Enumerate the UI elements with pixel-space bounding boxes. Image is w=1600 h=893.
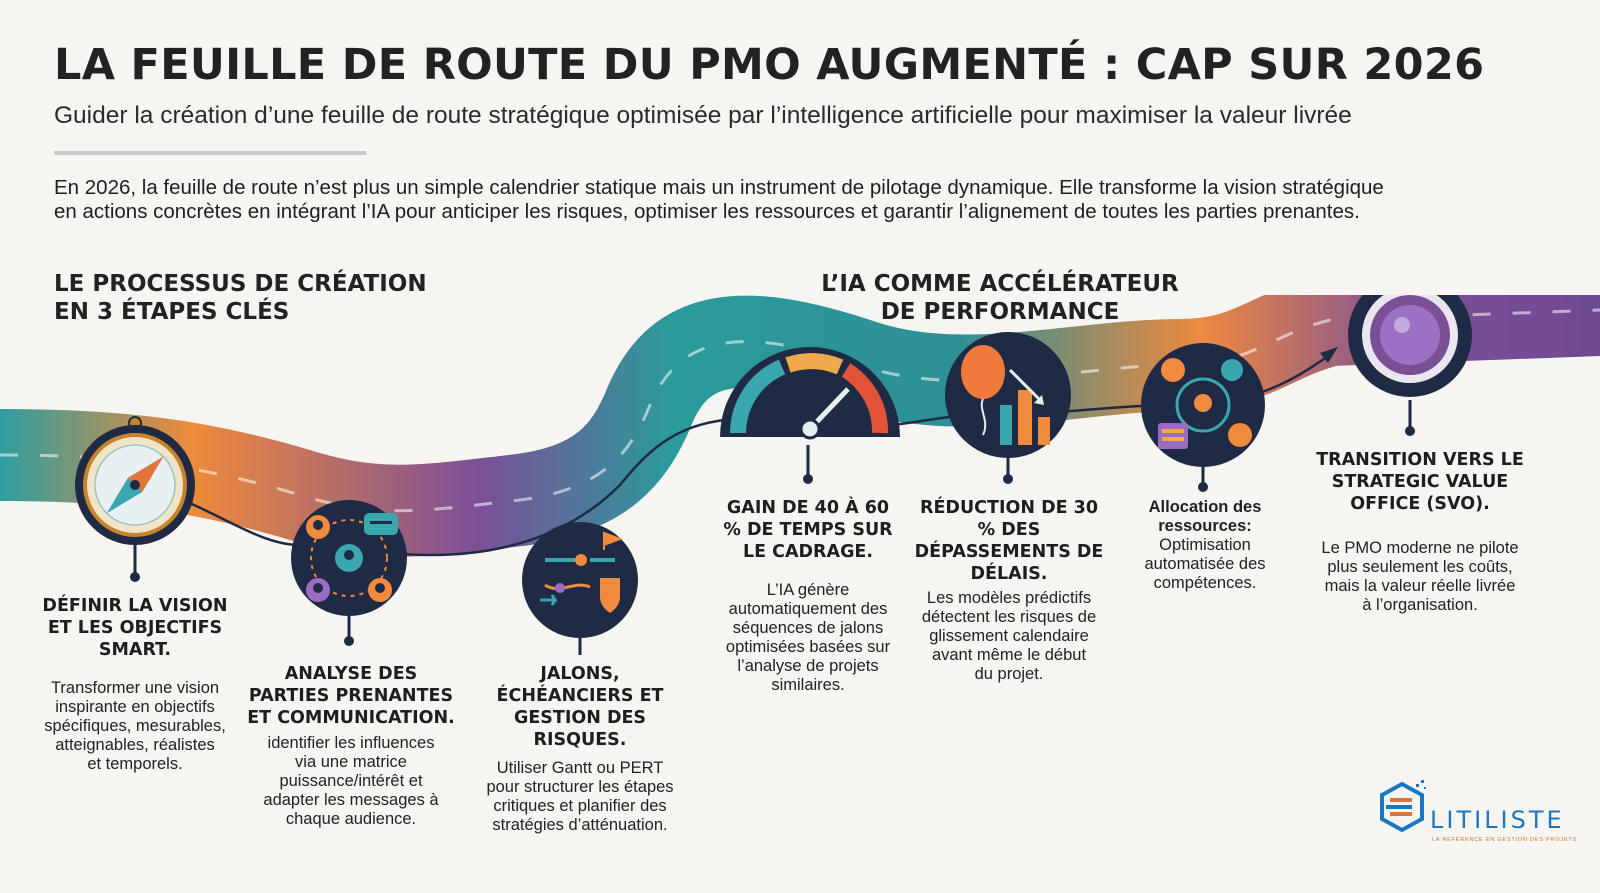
step-title: JALONS, ÉCHÉANCIERS ET GESTION DES RISQU… [470, 663, 690, 751]
step-title-line: SMART. [98, 640, 172, 660]
step-title: DÉFINIR LA VISION ET LES OBJECTIFS SMART… [30, 595, 240, 661]
step-desc-line: Utiliser Gantt ou PERT [496, 759, 664, 777]
step-time-gain: GAIN DE 40 À 60 % DE TEMPS SUR LE CADRAG… [715, 497, 901, 695]
target-lens-icon [1348, 295, 1472, 436]
step-title-line: STRATEGIC VALUE [1331, 472, 1509, 492]
step-desc-line: optimisées basées sur [725, 638, 891, 656]
step-title-line: RÉDUCTION DE 30 [920, 498, 1098, 518]
step-title-line: Allocation des [1148, 498, 1262, 516]
step-desc-line: glissement calendaire [929, 627, 1089, 645]
step-desc-line: adapter les messages à [263, 791, 439, 809]
step-description: L’IA génère automatiquement des séquence… [715, 581, 901, 695]
arrow-head [1320, 347, 1338, 363]
step-description: Le PMO moderne ne pilote plus seulement … [1300, 539, 1540, 615]
step-title-line: DÉFINIR LA VISION [42, 596, 228, 616]
page-title: LA FEUILLE DE ROUTE DU PMO AUGMENTÉ : CA… [54, 40, 1485, 90]
intro-paragraph: En 2026, la feuille de route n’est plus … [54, 176, 1554, 224]
step-title-line: % DES [977, 520, 1041, 540]
step-title-line: LE CADRAGE. [742, 542, 874, 562]
step-title-line: DÉLAIS. [970, 564, 1048, 584]
step-desc-line: critiques et planifier des [493, 797, 667, 815]
step-desc-line: Le PMO moderne ne pilote [1321, 539, 1519, 557]
section-heading-line: LE PROCESSUS DE CRÉATION [54, 271, 427, 297]
step-desc-line: et temporels. [87, 755, 183, 773]
intro-line: En 2026, la feuille de route n’est plus … [54, 176, 1384, 199]
step-resource-allocation: Allocation des ressources: Optimisation … [1120, 498, 1290, 593]
step-desc-line: à l’organisation. [1362, 596, 1478, 614]
step-delay-reduction: RÉDUCTION DE 30 % DES DÉPASSEMENTS DE DÉ… [906, 497, 1112, 684]
roadmap-road [0, 295, 1600, 655]
section-heading-line: L’IA COMME ACCÉLÉRATEUR [821, 271, 1179, 297]
step-title: GAIN DE 40 À 60 % DE TEMPS SUR LE CADRAG… [715, 497, 901, 563]
step-description: Utiliser Gantt ou PERT pour structurer l… [470, 759, 690, 835]
step-desc-line: du projet. [974, 665, 1044, 683]
speedometer-icon [720, 347, 900, 484]
step-description: Allocation des ressources: Optimisation … [1120, 498, 1290, 593]
step-desc-line: atteignables, réalistes [55, 736, 215, 754]
step-desc-line: Transformer une vision [50, 679, 220, 697]
step-title-line: ET LES OBJECTIFS [47, 618, 223, 638]
step-description: identifier les influences via une matric… [240, 734, 462, 829]
step-desc-line: avant même le début [931, 646, 1087, 664]
step-desc-line: l’analyse de projets [737, 657, 879, 675]
section-heading-line: DE PERFORMANCE [880, 299, 1120, 325]
step-desc-line: chaque audience. [285, 810, 417, 828]
step-title-line: GAIN DE 40 À 60 [726, 498, 890, 518]
step-desc-line: automatisée des [1144, 555, 1266, 573]
logo-name: LITILISTE [1430, 806, 1565, 834]
step-title-line: RISQUES. [533, 730, 627, 750]
step-title-line: ressources: [1158, 517, 1252, 535]
step-title-line: ET COMMUNICATION. [247, 708, 455, 728]
section-heading-line: EN 3 ÉTAPES CLÉS [54, 299, 290, 325]
step-title-line: TRANSITION VERS LE [1316, 450, 1524, 470]
step-desc-line: pour structurer les étapes [486, 778, 674, 796]
step-title: ANALYSE DES PARTIES PRENANTES ET COMMUNI… [240, 663, 462, 729]
step-desc-line: compétences. [1153, 574, 1257, 592]
compass-icon [75, 416, 195, 582]
step-desc-line: Optimisation [1159, 536, 1251, 554]
step-desc-line: L’IA génère [766, 581, 850, 599]
step-title-line: PARTIES PRENANTES [248, 686, 454, 706]
step-desc-line: via une matrice [295, 753, 407, 771]
step-desc-line: inspirante en objectifs [55, 698, 215, 716]
step-desc-line: stratégies d’atténuation. [492, 816, 668, 834]
stakeholders-network-icon [291, 500, 407, 646]
step-desc-line: plus seulement les coûts, [1327, 558, 1513, 576]
step-title-line: GESTION DES [513, 708, 647, 728]
resource-allocation-icon [1141, 343, 1265, 492]
step-desc-line: Les modèles prédictifs [926, 589, 1092, 607]
step-desc-line: mais la valeur réelle livrée [1324, 577, 1516, 595]
step-title-line: JALONS, [540, 664, 620, 684]
road-markings [0, 308, 1600, 513]
section-heading-process: LE PROCESSUS DE CRÉATION EN 3 ÉTAPES CLÉ… [54, 270, 514, 326]
step-title: TRANSITION VERS LE STRATEGIC VALUE OFFIC… [1300, 449, 1540, 515]
step-description: Transformer une vision inspirante en obj… [30, 679, 240, 774]
step-desc-line: spécifiques, mesurables, [44, 717, 226, 735]
intro-line: en actions concrètes en intégrant l’IA p… [54, 200, 1360, 223]
step-desc-line: similaires. [771, 676, 845, 694]
step-title-line: DÉPASSEMENTS DE [914, 542, 1104, 562]
divider [54, 151, 366, 155]
page-subtitle: Guider la création d’une feuille de rout… [54, 102, 1352, 129]
step-stakeholders: ANALYSE DES PARTIES PRENANTES ET COMMUNI… [240, 663, 462, 829]
section-heading-ai: L’IA COMME ACCÉLÉRATEUR DE PERFORMANCE [780, 270, 1220, 326]
step-description: Les modèles prédictifs détectent les ris… [906, 589, 1112, 684]
step-title-line: % DE TEMPS SUR [723, 520, 893, 540]
step-desc-line: automatiquement des [728, 600, 888, 618]
step-desc-line: puissance/intérêt et [279, 772, 423, 790]
step-desc-line: séquences de jalons [732, 619, 884, 637]
step-desc-line: identifier les influences [267, 734, 435, 752]
balloon-chart-icon [945, 332, 1071, 484]
milestones-flow-icon [522, 522, 638, 655]
step-title: RÉDUCTION DE 30 % DES DÉPASSEMENTS DE DÉ… [906, 497, 1112, 585]
step-milestones: JALONS, ÉCHÉANCIERS ET GESTION DES RISQU… [470, 663, 690, 835]
step-vision: DÉFINIR LA VISION ET LES OBJECTIFS SMART… [30, 595, 240, 774]
step-desc-line: détectent les risques de [921, 608, 1097, 626]
logo-tagline: LA RÉFÉRENCE EN GESTION DES PROJETS [1432, 837, 1578, 843]
step-title-line: ANALYSE DES [284, 664, 418, 684]
hexagon-logo-icon [1380, 780, 1426, 833]
step-title-line: ÉCHÉANCIERS ET [496, 686, 664, 706]
step-title-line: OFFICE (SVO). [1350, 494, 1490, 514]
step-svo-transition: TRANSITION VERS LE STRATEGIC VALUE OFFIC… [1300, 449, 1540, 615]
